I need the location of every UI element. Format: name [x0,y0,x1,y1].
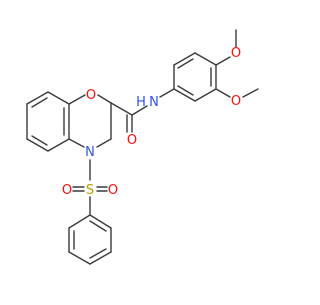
bond-benzo-3-inner [31,135,48,146]
nitrogen-ring-label: N [85,145,95,160]
bond-aryl-1 [194,52,217,66]
molecule-drawing: O O N H O O N S O O [26,29,259,265]
bond-aryl-4-inner [177,85,194,96]
oxygen-methoxy-side-label: O [231,94,241,109]
bond-benzo-5 [26,91,49,105]
bond-ph-1 [89,214,112,229]
bond-o-c8a [68,94,86,105]
molecule-structure: O O N H O O N S O O [26,29,259,265]
bond-ph-3-inner [89,248,107,259]
bond-n-c4a [68,138,85,148]
nitrogen-amide-label: N [149,95,159,110]
sulfur-label: S [86,183,94,198]
bond-benzo-2 [47,138,70,152]
bond-n-carbonyl [131,105,148,116]
bonds [26,29,259,265]
oxygen-sulfonyl-right-label: O [108,183,118,198]
bond-o-ch3-side [242,88,259,98]
bond-ph-6 [68,214,91,229]
bond-c-o-methoxy-top [215,56,231,66]
bond-c-o-methoxy-side [215,88,231,98]
bond-aryl-3 [194,88,217,102]
bond-aryl-6-inner [177,58,194,69]
bond-benzo-5-inner [31,97,48,108]
bond-ph-4 [68,251,91,265]
bond-c3-n [96,138,112,148]
bond-c2-o [97,94,112,104]
oxygen-sulfonyl-left-label: O [62,183,72,198]
bond-ph-1-inner [89,220,107,232]
hydrogen-amide-label: H [136,95,146,110]
oxygen-methoxy-top-label: O [231,46,241,61]
oxygen-carbonyl-label: O [127,133,137,148]
bond-benzo-6 [47,91,70,105]
bond-benzo-3 [26,138,49,152]
bond-ph-3 [89,251,112,265]
oxygen-ring-label: O [86,88,96,103]
bond-aryl-4 [173,88,196,102]
bond-aryl-n [159,88,175,98]
bond-aryl-6 [173,52,196,66]
bond-carbonyl-c2 [110,102,133,116]
atom-labels: O O N H O O N S O O [62,46,241,198]
